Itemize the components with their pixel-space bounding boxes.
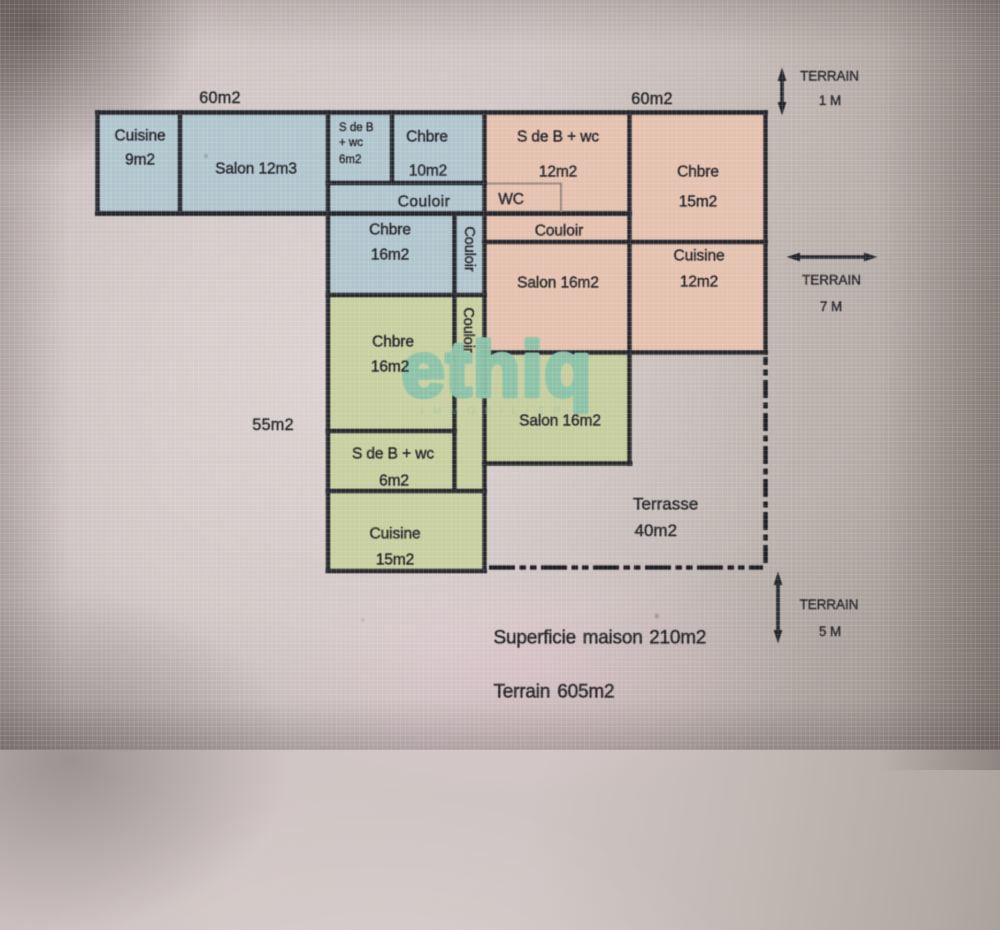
svg-text:Couloir: Couloir [460, 307, 476, 353]
svg-text:Chbre: Chbre [369, 222, 411, 239]
svg-text:Superficie maison 210m2: Superficie maison 210m2 [494, 628, 707, 649]
svg-text:Chbre: Chbre [677, 164, 719, 181]
svg-text:6m2: 6m2 [379, 473, 409, 490]
svg-text:7 M: 7 M [820, 299, 842, 314]
svg-text:60m2: 60m2 [199, 89, 241, 107]
svg-text:Terrasse: Terrasse [633, 495, 698, 514]
svg-text:TERRAIN: TERRAIN [802, 273, 861, 288]
svg-text:+ wc: + wc [339, 137, 363, 149]
svg-text:Chbre: Chbre [406, 129, 448, 146]
svg-text:ethiq: ethiq [402, 327, 593, 413]
svg-text:16m2: 16m2 [371, 247, 409, 264]
svg-text:Terrain 605m2: Terrain 605m2 [494, 682, 615, 703]
svg-text:12m2: 12m2 [680, 274, 718, 291]
svg-text:16m2: 16m2 [371, 359, 409, 376]
svg-text:Cuisine: Cuisine [370, 526, 421, 543]
svg-text:IMMOBILIER: IMMOBILIER [421, 406, 570, 417]
svg-text:S de B + wc: S de B + wc [517, 129, 599, 146]
svg-text:1 M: 1 M [819, 93, 841, 108]
svg-text:9m2: 9m2 [125, 152, 155, 169]
svg-text:Couloir: Couloir [535, 223, 583, 240]
svg-text:Salon 16m2: Salon 16m2 [519, 413, 601, 430]
svg-text:Chbre: Chbre [372, 334, 414, 351]
svg-text:15m2: 15m2 [376, 552, 414, 569]
svg-text:5 M: 5 M [819, 624, 841, 639]
svg-text:WC: WC [498, 191, 524, 208]
svg-text:Couloir: Couloir [461, 226, 477, 272]
svg-text:Couloir: Couloir [398, 194, 451, 211]
svg-text:40m2: 40m2 [635, 521, 678, 540]
svg-text:Cuisine: Cuisine [115, 128, 166, 145]
svg-text:TERRAIN: TERRAIN [800, 69, 859, 84]
svg-text:12m2: 12m2 [539, 164, 577, 181]
svg-text:60m2: 60m2 [631, 90, 673, 108]
svg-text:Salon 16m2: Salon 16m2 [517, 275, 599, 292]
svg-text:Salon 12m3: Salon 12m3 [215, 161, 297, 178]
svg-text:Cuisine: Cuisine [674, 248, 725, 265]
svg-text:S de B + wc: S de B + wc [352, 446, 434, 463]
svg-text:S de B: S de B [339, 122, 374, 134]
svg-text:55m2: 55m2 [252, 416, 294, 434]
svg-text:6m2: 6m2 [339, 154, 361, 166]
svg-text:10m2: 10m2 [409, 163, 447, 180]
svg-text:15m2: 15m2 [679, 194, 717, 211]
svg-text:TERRAIN: TERRAIN [800, 597, 859, 612]
